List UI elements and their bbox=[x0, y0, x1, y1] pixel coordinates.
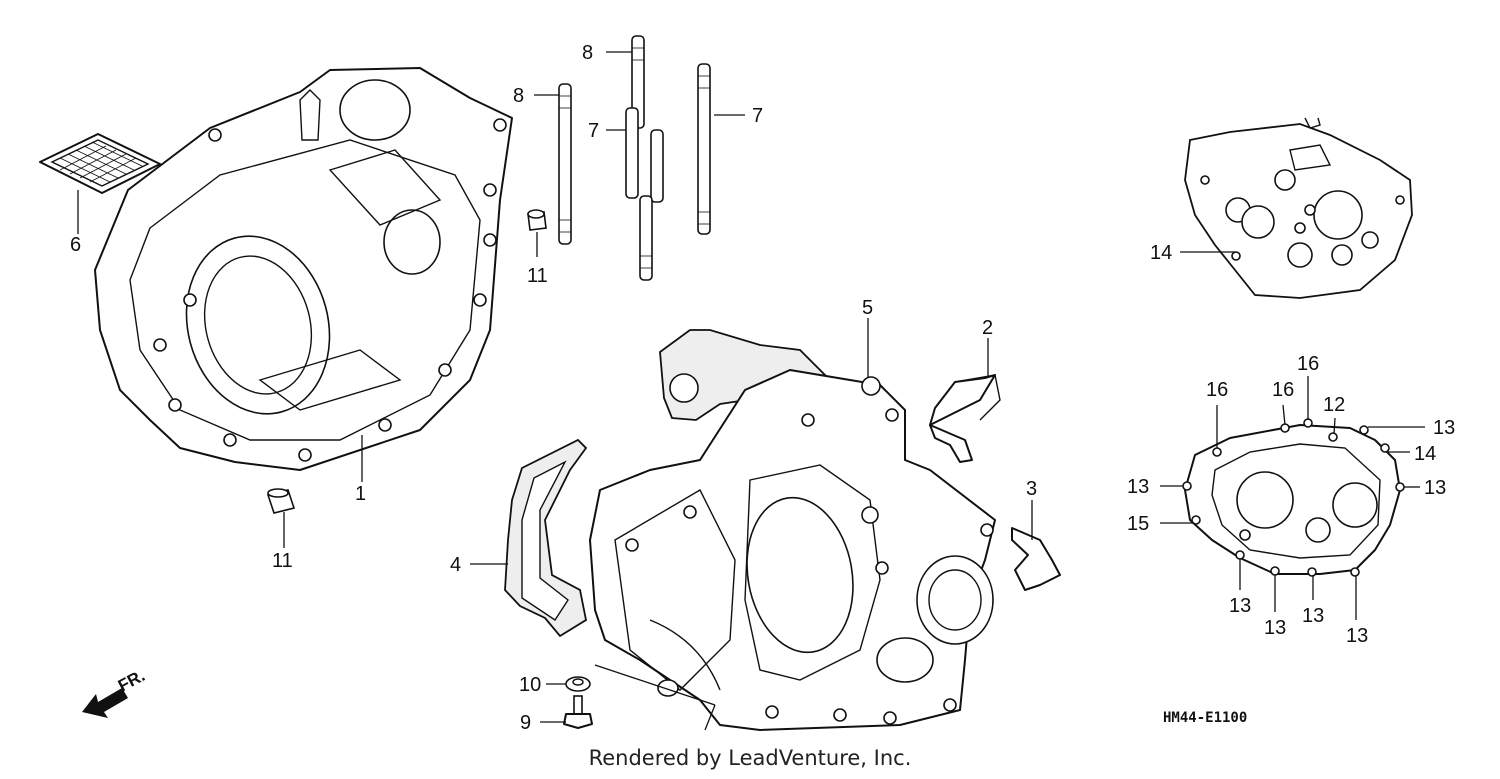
callout-6: 6 bbox=[70, 234, 81, 256]
leader-lines bbox=[77, 51, 1425, 731]
part-11-dowel-lower bbox=[266, 488, 296, 514]
callout-15: 15 bbox=[1127, 513, 1149, 535]
part-8-stud-top bbox=[631, 35, 645, 129]
callout-13-bottom-d: 13 bbox=[1346, 625, 1368, 647]
callout-13-right: 13 bbox=[1424, 477, 1446, 499]
right-crankcase bbox=[589, 369, 996, 731]
callout-13-bottom-c: 13 bbox=[1302, 605, 1324, 627]
part-10-washer bbox=[565, 676, 591, 692]
callout-8-left: 8 bbox=[513, 85, 524, 107]
callout-13-bottom-a: 13 bbox=[1229, 595, 1251, 617]
callout-14-lower: 14 bbox=[1414, 443, 1436, 465]
callout-4: 4 bbox=[450, 554, 461, 576]
part-6-screen-filter bbox=[39, 133, 161, 194]
part-2-bracket bbox=[929, 374, 1001, 463]
part-7-stud-middle-b bbox=[625, 107, 653, 281]
gasket-top-right bbox=[1184, 117, 1413, 299]
callout-5: 5 bbox=[862, 297, 873, 319]
part-4-gasket bbox=[504, 438, 588, 638]
part-9-bolt bbox=[563, 695, 593, 729]
cover-bottom-right bbox=[1182, 418, 1405, 577]
part-11-dowel-upper bbox=[527, 209, 547, 231]
callout-13-left: 13 bbox=[1127, 476, 1149, 498]
callout-3: 3 bbox=[1026, 478, 1037, 500]
callout-10: 10 bbox=[519, 674, 541, 696]
callout-16-left: 16 bbox=[1206, 379, 1228, 401]
callout-2: 2 bbox=[982, 317, 993, 339]
front-arrow-icon bbox=[82, 688, 128, 718]
callout-7-left: 7 bbox=[588, 120, 599, 142]
callout-16-right: 16 bbox=[1297, 353, 1319, 375]
part-7-stud-middle-a bbox=[650, 129, 664, 203]
front-direction-marker: FR. bbox=[82, 666, 148, 718]
part-1-left-crankcase bbox=[94, 67, 513, 471]
diagram-code: HM44-E1100 bbox=[1163, 710, 1247, 726]
callout-14-upper: 14 bbox=[1150, 242, 1172, 264]
callout-7-right: 7 bbox=[752, 105, 763, 127]
callout-13-bottom-b: 13 bbox=[1264, 617, 1286, 639]
part-7-stud-right bbox=[697, 63, 711, 235]
callout-16-mid: 16 bbox=[1272, 379, 1294, 401]
callout-13-upper-right: 13 bbox=[1433, 417, 1455, 439]
callout-11-lower: 11 bbox=[272, 550, 293, 572]
callout-1: 1 bbox=[355, 483, 366, 505]
callout-9: 9 bbox=[520, 712, 531, 734]
render-credit: Rendered by LeadVenture, Inc. bbox=[588, 746, 912, 770]
part-3-bracket bbox=[1011, 527, 1061, 591]
part-8-stud-left bbox=[558, 83, 572, 245]
callout-12: 12 bbox=[1323, 394, 1345, 416]
callout-8-top: 8 bbox=[582, 42, 593, 64]
callout-labels: 6 1 11 11 8 8 7 7 5 2 3 4 10 9 14 16 16 … bbox=[70, 42, 1455, 734]
callout-11-upper: 11 bbox=[527, 265, 548, 287]
